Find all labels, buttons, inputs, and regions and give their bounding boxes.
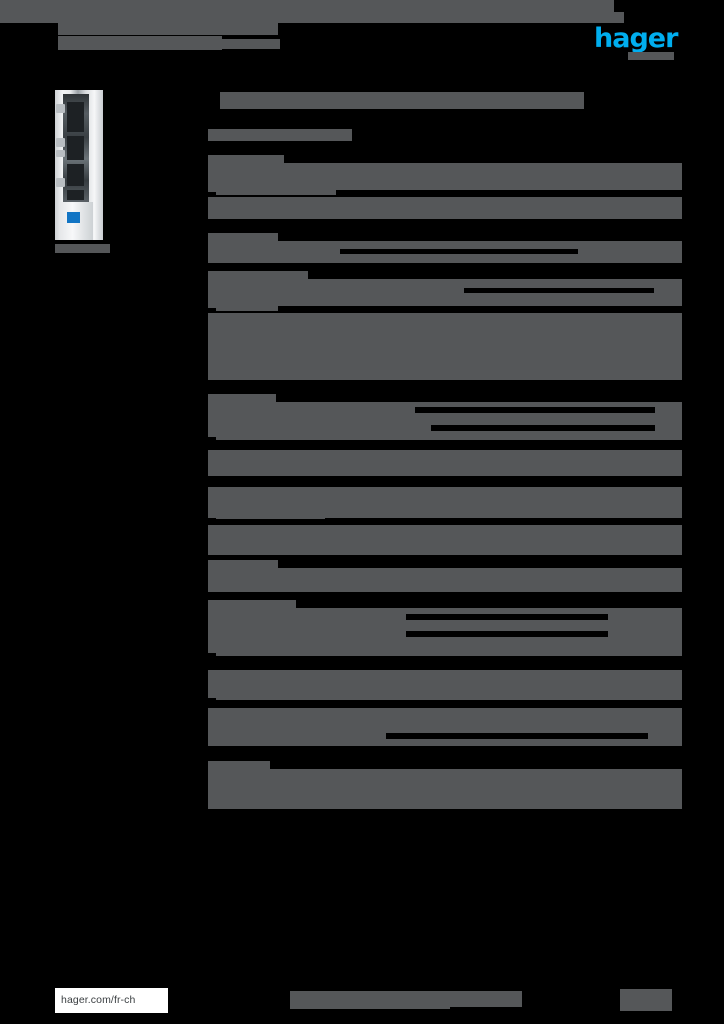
logo-subtitle-bar <box>628 52 674 60</box>
row-dots <box>464 288 654 293</box>
product-image-caption <box>55 244 110 253</box>
product-slot-2 <box>67 136 84 160</box>
table-row <box>208 340 682 380</box>
row-gap <box>336 190 682 197</box>
hager-logo: hager <box>594 23 678 54</box>
table-group-header <box>208 761 270 769</box>
row-gap <box>271 662 682 670</box>
table-row <box>208 525 682 555</box>
table-group-header <box>208 560 278 568</box>
table-row <box>208 450 682 476</box>
product-terminal-2 <box>56 138 65 147</box>
product-slot-3 <box>67 164 84 186</box>
row-dots <box>431 425 655 431</box>
table-row <box>208 670 682 700</box>
row-dots <box>386 733 648 739</box>
product-photo <box>55 90 103 240</box>
row-gap <box>208 437 216 442</box>
subsection-title <box>208 129 352 141</box>
product-body <box>63 94 89 202</box>
row-gap <box>208 308 216 313</box>
row-gap <box>262 700 682 708</box>
table-row <box>208 163 682 195</box>
table-group-header <box>208 155 284 163</box>
table-group-header <box>208 600 296 608</box>
product-terminal-4 <box>56 178 65 187</box>
product-terminal-3 <box>56 150 65 157</box>
table-row <box>208 279 682 311</box>
website-url-badge[interactable]: hager.com/fr-ch <box>55 988 168 1013</box>
table-row <box>208 769 682 809</box>
product-slot-1 <box>67 102 84 132</box>
row-gap <box>325 518 682 525</box>
row-dots <box>406 631 608 637</box>
footer-divider-rule <box>0 12 624 23</box>
row-gap <box>208 480 216 485</box>
table-row <box>208 197 682 219</box>
page-footer: hager.com/fr-ch <box>0 12 724 1013</box>
website-url-text: hager.com/fr-ch <box>61 994 136 1006</box>
table-group-header <box>208 271 308 279</box>
document-title-line-1 <box>58 18 278 35</box>
row-gap <box>208 653 216 658</box>
row-dots <box>415 407 655 413</box>
header-divider-rule <box>0 0 614 12</box>
table-row <box>208 568 682 592</box>
table-group-header <box>208 233 278 241</box>
page-header: hager <box>0 0 724 60</box>
document-subtitle <box>168 39 280 49</box>
row-dots <box>406 614 608 620</box>
section-title <box>220 92 584 109</box>
row-gap <box>208 518 216 523</box>
table-row <box>208 487 682 519</box>
product-terminal-1 <box>56 104 65 113</box>
row-gap <box>278 306 682 313</box>
product-slot-4 <box>67 190 84 200</box>
row-gap <box>264 480 682 487</box>
table-group-header <box>208 394 276 402</box>
row-gap <box>208 192 216 197</box>
table-row <box>208 708 682 746</box>
footer-page-number <box>620 989 672 1011</box>
row-gap <box>248 440 682 450</box>
footer-center-text-line2 <box>290 1003 450 1009</box>
row-gap <box>208 698 216 703</box>
row-dots <box>340 249 578 254</box>
product-blue-label <box>67 212 80 223</box>
